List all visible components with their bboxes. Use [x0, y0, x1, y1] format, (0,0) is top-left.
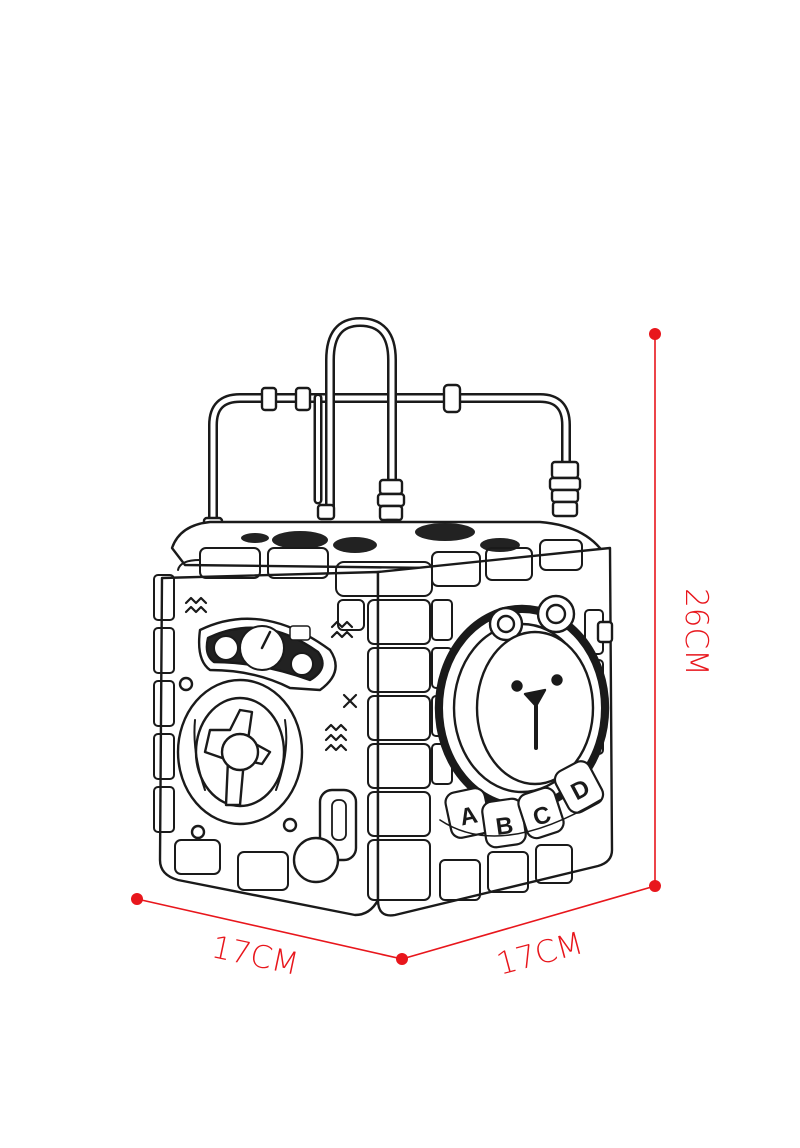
dashboard-panel: [197, 617, 337, 692]
width-left-endpoint: [131, 893, 143, 905]
height-top-endpoint: [649, 328, 661, 340]
zigzag-decorations: [184, 596, 358, 752]
height-label: 26CM: [678, 588, 714, 676]
activity-cube: [153, 317, 614, 917]
width-label: 17CM: [208, 929, 301, 982]
left-face-blocks: [153, 547, 329, 891]
letter-blocks: [439, 760, 605, 849]
letter-block-b: B: [494, 812, 515, 841]
width-right-endpoint: [396, 953, 408, 965]
bear-face: [434, 594, 614, 812]
dimension-lines: [131, 328, 661, 965]
height-bottom-endpoint: [649, 880, 661, 892]
width-dimension-line: [136, 898, 403, 960]
depth-dimension-line: [401, 885, 656, 960]
steering-wheel: [176, 678, 304, 840]
gear-shift-knob: [178, 676, 358, 884]
letter-block-a: A: [457, 801, 480, 831]
bead-maze-wires: [208, 317, 571, 530]
depth-label: 17CM: [493, 925, 587, 983]
